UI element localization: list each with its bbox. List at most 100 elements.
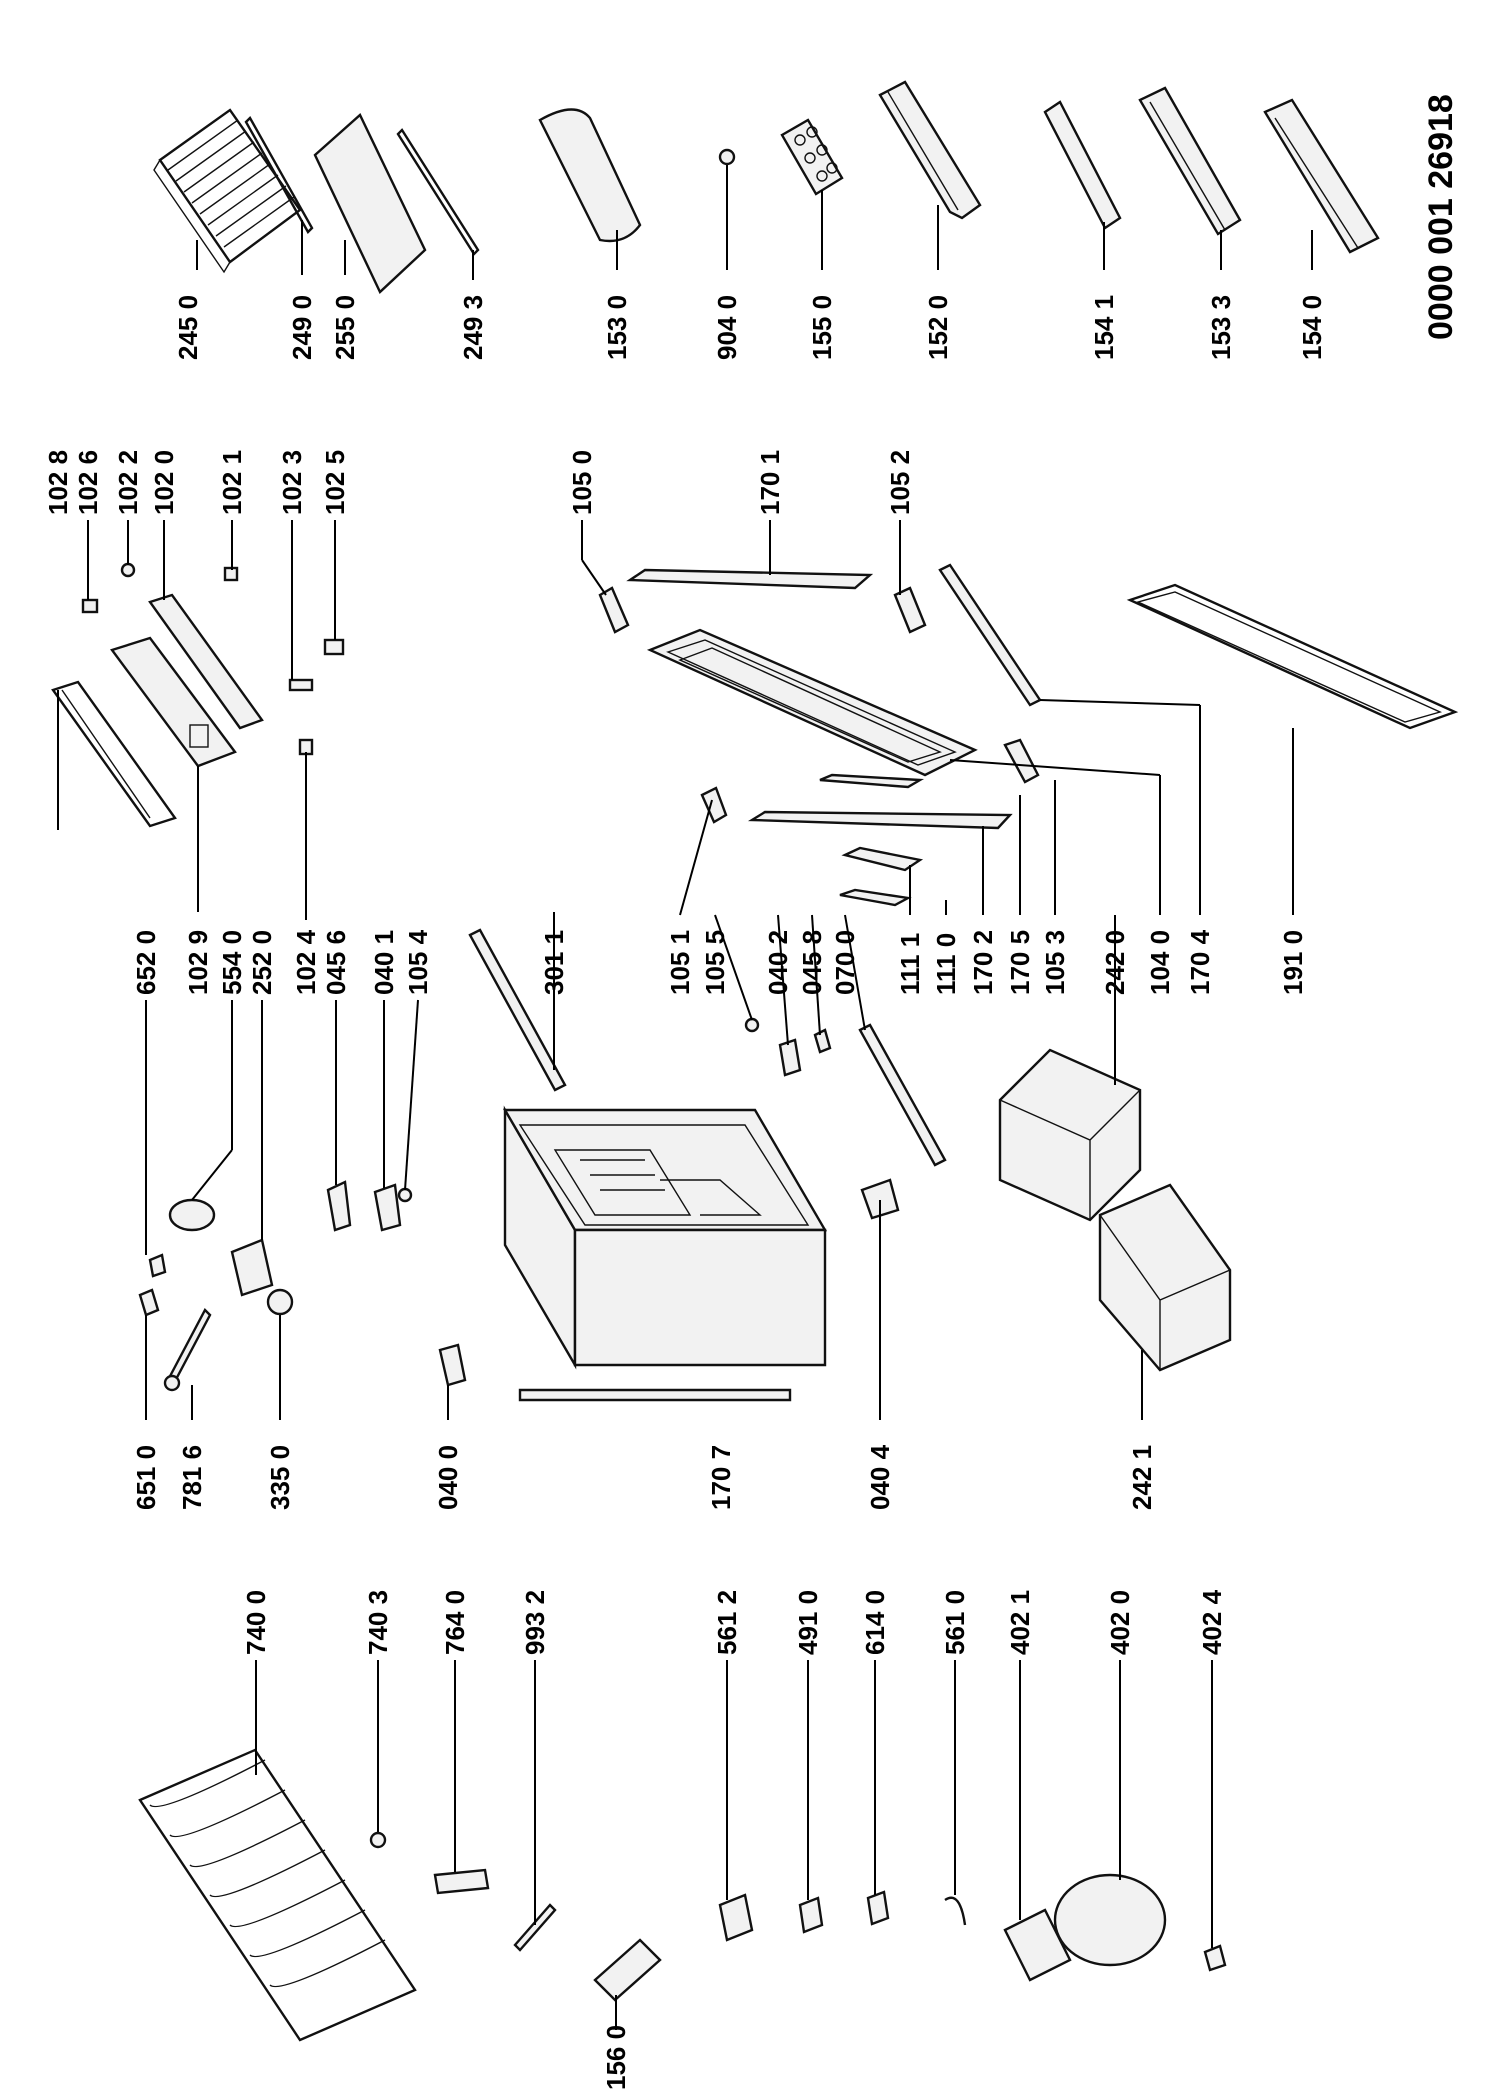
leaders-control <box>145 999 419 1420</box>
part-label-102-0: 102 0 <box>149 450 179 515</box>
part-label-152-0: 152 0 <box>923 295 953 360</box>
cabinet-top-strip <box>468 928 567 1092</box>
part-label-402-4: 402 4 <box>1197 1589 1227 1655</box>
part-label-242-0: 242 0 <box>1100 930 1130 995</box>
door-bin-lid <box>1043 100 1122 230</box>
cabinet-group <box>438 928 947 1402</box>
part-label-740-0: 740 0 <box>241 1590 271 1655</box>
cable-clip <box>944 1896 967 1926</box>
leaders-door <box>581 520 1294 916</box>
freezer-hinge-part <box>81 598 99 614</box>
crisper-bin-small <box>998 1048 1142 1222</box>
thermostat-knob <box>168 1198 216 1232</box>
thermostat-knob-small <box>138 1288 160 1317</box>
rivet <box>397 1187 413 1203</box>
hinge-pin <box>700 786 728 824</box>
egg-tray <box>780 118 844 196</box>
part-label-102-8: 102 8 <box>43 450 73 515</box>
part-label-170-4: 170 4 <box>1185 929 1215 995</box>
main-door <box>646 628 978 777</box>
part-label-045-6: 045 6 <box>321 930 351 995</box>
freezer-pin <box>120 562 136 578</box>
part-label-652-0: 652 0 <box>131 930 161 995</box>
part-label-154-1: 154 1 <box>1089 295 1119 360</box>
capillary-tube <box>166 1308 212 1387</box>
filter-drier <box>369 1831 387 1849</box>
part-label-102-9: 102 9 <box>183 930 213 995</box>
part-label-301-1: 301 1 <box>539 930 569 995</box>
compressor-grommet <box>1203 1944 1227 1972</box>
lower-hinge <box>1003 738 1040 784</box>
part-label-155-0: 155 0 <box>807 295 837 360</box>
part-label-154-0: 154 0 <box>1297 295 1327 360</box>
part-label-614-0: 614 0 <box>860 1590 890 1655</box>
part-label-111-0: 111 0 <box>931 933 961 995</box>
thermostat <box>230 1238 274 1297</box>
door-gasket <box>1126 583 1459 730</box>
part-label-491-0: 491 0 <box>793 1590 823 1655</box>
part-label-102-4: 102 4 <box>291 929 321 995</box>
compressor <box>1053 1873 1167 1967</box>
part-label-105-4: 105 4 <box>403 929 433 995</box>
shelf-trim-strip <box>244 116 314 234</box>
leaders-freezer <box>57 520 336 920</box>
freezer-bracket <box>298 738 314 756</box>
lamp <box>266 1288 294 1316</box>
part-label-040-0: 040 0 <box>433 1445 463 1510</box>
part-label-561-0: 561 0 <box>940 1590 970 1655</box>
leaders-crisper <box>1114 915 1143 1420</box>
glass-shelf <box>313 113 427 294</box>
upper-hinge <box>598 586 630 634</box>
part-label-153-3: 153 3 <box>1206 295 1236 360</box>
part-label-904-0: 904 0 <box>712 295 742 360</box>
part-label-740-3: 740 3 <box>363 1590 393 1655</box>
shelf-group <box>153 108 480 294</box>
screw <box>744 1017 760 1033</box>
part-label-102-3: 102 3 <box>277 450 307 515</box>
part-label-764-0: 764 0 <box>440 1590 470 1655</box>
part-label-252-0: 252 0 <box>247 930 277 995</box>
part-label-105-3: 105 3 <box>1040 930 1070 995</box>
part-label-335-0: 335 0 <box>265 1445 295 1510</box>
part-label-191-0: 191 0 <box>1278 930 1308 995</box>
thermostat-clip <box>148 1253 167 1278</box>
lower-hinge-top <box>893 586 927 634</box>
drier-cylinder <box>433 1868 490 1895</box>
crisper-group <box>998 1048 1232 1372</box>
refrigeration-group <box>138 1748 1227 2042</box>
part-label-255-0: 255 0 <box>330 295 360 360</box>
door-stop <box>839 888 912 907</box>
cabinet-front-rail <box>858 1023 947 1167</box>
part-label-781-6: 781 6 <box>177 1445 207 1510</box>
wire-shelf <box>153 108 302 274</box>
bottle-bin <box>1263 98 1380 254</box>
door-handle <box>819 773 925 789</box>
part-label-040-4: 040 4 <box>865 1444 895 1510</box>
door-trim-bottom <box>747 810 1013 830</box>
freezer-gasket <box>51 680 177 828</box>
part-label-105-2: 105 2 <box>885 450 915 515</box>
part-label-156-0: 156 0 <box>601 2025 631 2090</box>
ice-tray <box>593 1938 662 2002</box>
door-bin-medium <box>1138 86 1242 236</box>
bottom-hinge-bracket <box>438 1343 467 1387</box>
hinge-plate <box>778 1038 802 1077</box>
part-label-102-2: 102 2 <box>113 450 143 515</box>
part-label-040-2: 040 2 <box>763 930 793 995</box>
control-group <box>138 1180 413 1392</box>
service-tube <box>513 1903 557 1952</box>
part-label-242-1: 242 1 <box>1127 1445 1157 1510</box>
door-stop-plate <box>841 846 924 872</box>
part-label-402-0: 402 0 <box>1105 1590 1135 1655</box>
door-bin-large <box>878 80 982 220</box>
part-label-105-5: 105 5 <box>700 930 730 995</box>
part-label-249-0: 249 0 <box>287 295 317 360</box>
freezer-flap <box>110 636 237 768</box>
part-label-045-8: 045 8 <box>797 930 827 995</box>
bracket-small <box>373 1183 402 1232</box>
part-label-153-0: 153 0 <box>602 295 632 360</box>
part-label-040-1: 040 1 <box>369 930 399 995</box>
part-label-554-0: 554 0 <box>217 930 247 995</box>
